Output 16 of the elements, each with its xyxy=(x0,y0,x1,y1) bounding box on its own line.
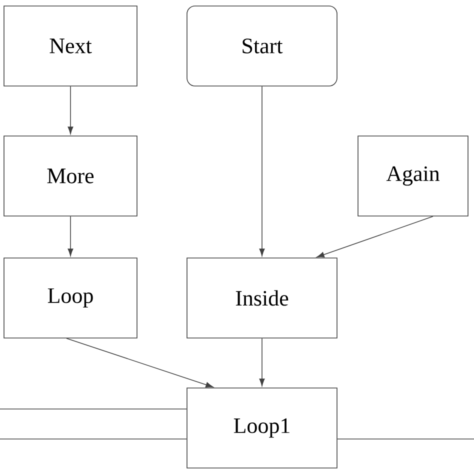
process-box: More xyxy=(4,136,138,216)
process-box: Next xyxy=(4,6,138,86)
connector-line xyxy=(0,438,187,440)
connector-line xyxy=(0,408,187,410)
start-box: Start xyxy=(186,6,338,86)
arrow xyxy=(259,86,265,256)
process-box: Loop xyxy=(4,258,138,338)
process-box: Again xyxy=(358,136,468,216)
arrow xyxy=(68,216,74,256)
process-box: Inside xyxy=(186,258,338,338)
arrow xyxy=(259,338,265,386)
arrow xyxy=(68,86,74,134)
connector-line xyxy=(337,438,474,440)
arrow xyxy=(316,216,434,258)
arrow xyxy=(66,338,214,388)
process-box: Loop1 xyxy=(186,388,338,468)
